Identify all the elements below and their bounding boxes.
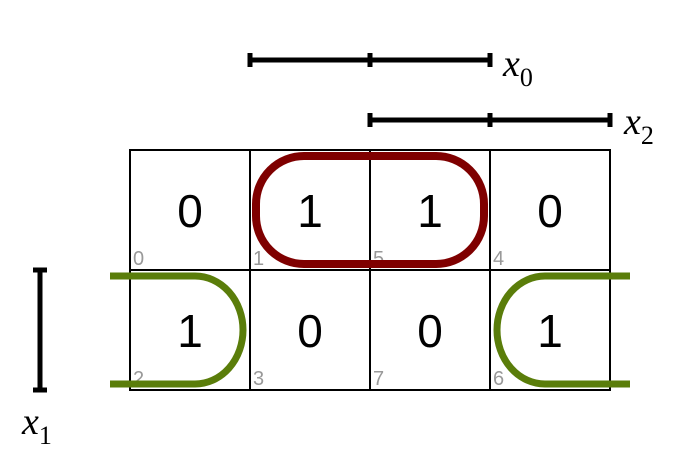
x2-label: x2 xyxy=(623,101,654,150)
cell-index: 0 xyxy=(133,248,144,270)
cell-value: 1 xyxy=(297,185,323,237)
cell-value: 1 xyxy=(417,185,443,237)
kmap-grid xyxy=(129,149,611,391)
group-green-left xyxy=(110,272,247,388)
kmap-cell-border xyxy=(489,269,611,391)
cell-index: 3 xyxy=(253,368,264,390)
cell-index: 6 xyxy=(493,368,504,390)
cell-index: 1 xyxy=(253,248,264,270)
cell-index: 4 xyxy=(493,248,504,270)
x0-label: x0 xyxy=(502,43,533,92)
cell-index: 7 xyxy=(373,368,384,390)
cell-value: 1 xyxy=(177,305,203,357)
x0-bar xyxy=(247,53,493,67)
group-red-1-5 xyxy=(252,152,488,268)
cell-value: 0 xyxy=(297,305,323,357)
x2-bar xyxy=(367,113,613,127)
cell-value: 1 xyxy=(537,305,563,357)
kmap-cells: 0 0 1 1 1 5 0 4 1 2 0 3 0 7 1 6 xyxy=(133,185,563,390)
cell-index: 2 xyxy=(133,368,144,390)
x1-label: x1 xyxy=(21,401,52,450)
x1-bar xyxy=(33,267,47,393)
group-green-right xyxy=(493,272,630,388)
cell-index: 5 xyxy=(373,248,384,270)
cell-value: 0 xyxy=(537,185,563,237)
cell-value: 0 xyxy=(177,185,203,237)
cell-value: 0 xyxy=(417,305,443,357)
